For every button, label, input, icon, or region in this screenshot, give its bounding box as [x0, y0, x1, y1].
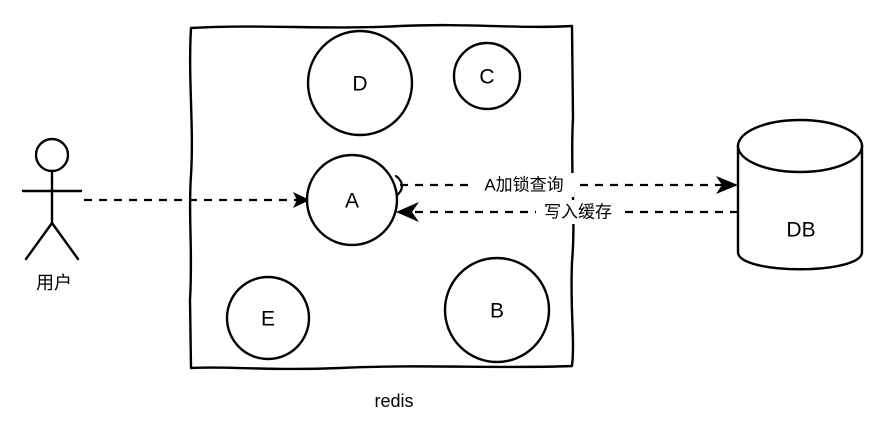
redis-node-d-circle — [306, 29, 414, 137]
edge-user-to-a — [84, 192, 310, 208]
db-cylinder-body — [736, 144, 864, 271]
actor-head-icon — [34, 137, 70, 173]
redis-node-e-circle — [225, 275, 311, 361]
actor-right-leg-line — [50, 221, 80, 261]
actor-left-leg-line — [24, 221, 54, 261]
redis-node-a: A — [305, 153, 399, 247]
redis-node-c-circle — [452, 41, 522, 111]
edge-db-to-a: 写入缓存 — [396, 200, 738, 224]
db-cylinder: DB — [736, 118, 864, 271]
redis-node-b-label: B — [490, 300, 504, 323]
redis-node-b: B — [443, 256, 551, 364]
redis-node-d-label: D — [352, 73, 367, 96]
edge-a-to-db-arrowhead — [716, 176, 738, 194]
edge-a-to-db-label-bg — [474, 173, 574, 197]
redis-box: D C E B — [188, 23, 575, 371]
db-cylinder-top-ellipse — [736, 118, 864, 174]
edge-db-to-a-label-bg — [536, 200, 620, 224]
redis-node-b-circle — [443, 256, 551, 364]
redis-node-a-label: A — [345, 190, 359, 213]
redis-caption-label: redis — [374, 391, 413, 411]
edge-db-to-a-arrowhead — [396, 202, 419, 222]
user-actor: 用户 — [21, 137, 83, 293]
edge-a-to-db: A加锁查询 — [394, 173, 738, 198]
edge-a-to-db-label: A加锁查询 — [484, 175, 563, 194]
edge-user-to-a-arrowhead — [293, 192, 310, 208]
redis-node-e: E — [225, 275, 311, 361]
redis-node-a-circle — [305, 153, 399, 247]
edge-db-to-a-label: 写入缓存 — [544, 202, 612, 221]
redis-node-c: C — [452, 41, 522, 111]
redis-node-d: D — [306, 29, 414, 137]
redis-node-e-label: E — [261, 308, 275, 331]
db-label: DB — [786, 219, 815, 242]
redis-box-outline — [188, 23, 575, 371]
redis-node-c-label: C — [479, 66, 494, 89]
actor-label: 用户 — [36, 273, 72, 293]
